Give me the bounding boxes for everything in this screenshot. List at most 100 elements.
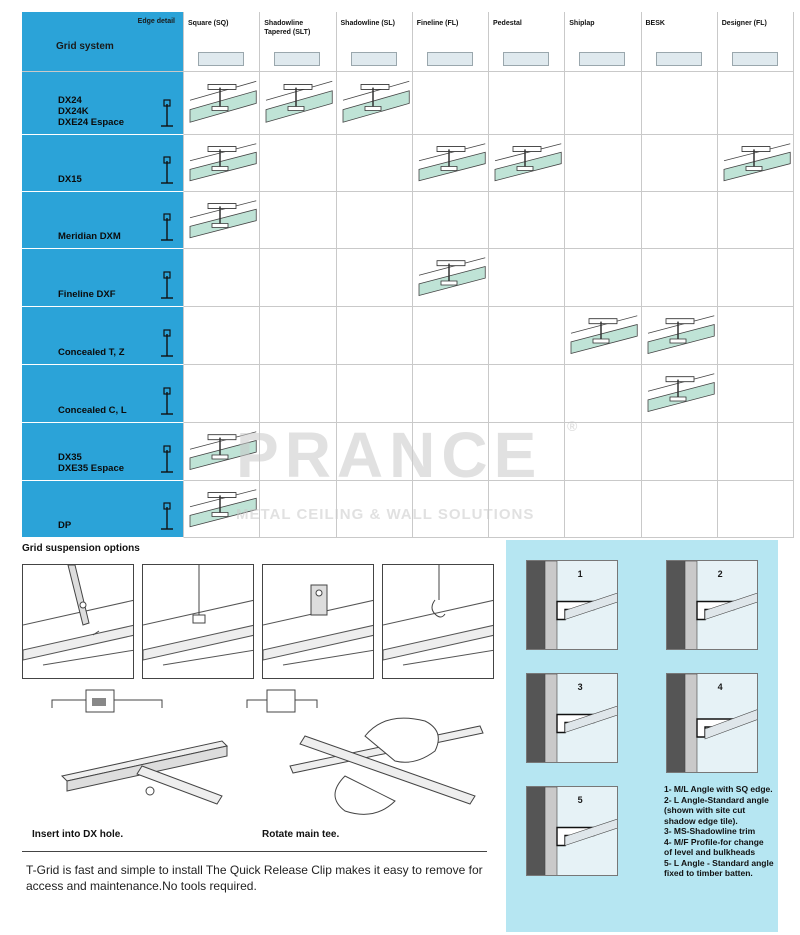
edge-header-label: Shadowline Tapered (SLT)	[264, 20, 311, 36]
edge-profile-icon	[426, 52, 473, 66]
suspension-title: Grid suspension options	[22, 543, 140, 554]
edge-detail-label: Edge detail	[137, 18, 175, 25]
grid-cell	[489, 307, 566, 365]
wall-detail-illustration	[667, 561, 757, 649]
grid-cell	[641, 192, 718, 249]
grid-cell	[412, 307, 489, 365]
grid-cell	[412, 72, 489, 135]
edge-header-1: Square (SQ)	[184, 12, 261, 72]
wall-detail-number: 1	[577, 569, 583, 579]
grid-cell	[717, 481, 794, 538]
grid-cell	[260, 481, 337, 538]
edge-profile-icon	[579, 52, 626, 66]
edge-header-2: Shadowline Tapered (SLT)	[260, 12, 337, 72]
caption-insert: Insert into DX hole.	[32, 829, 124, 840]
edge-detail-illustration	[189, 200, 257, 239]
edge-header-label: Pedestal	[493, 20, 522, 27]
grid-cell	[641, 249, 718, 307]
edge-header-8: Designer (FL)	[717, 12, 794, 72]
grid-profile-icon	[161, 387, 173, 415]
grid-cell	[184, 423, 261, 481]
edge-profile-icon	[731, 52, 778, 66]
suspension-step-4	[382, 564, 494, 679]
grid-system-name: Fineline DXF	[58, 289, 116, 300]
grid-cell	[336, 135, 413, 192]
grid-system-name: Concealed T, Z	[58, 347, 125, 358]
edge-profile-icon	[350, 52, 397, 66]
wall-detail-number: 5	[577, 795, 583, 805]
grid-profile-icon	[161, 156, 173, 184]
grid-cell	[717, 192, 794, 249]
grid-cell	[489, 423, 566, 481]
grid-cell	[641, 72, 718, 135]
edge-header-label: Fineline (FL)	[416, 20, 459, 27]
grid-row-label-cell: Fineline DXF	[22, 249, 184, 307]
rotate-tee-illustration	[246, 689, 484, 815]
grid-cell	[489, 135, 566, 192]
grid-cell	[565, 72, 642, 135]
insert-clip-illustration	[51, 689, 229, 805]
grid-cell	[489, 72, 566, 135]
grid-cell	[717, 135, 794, 192]
wall-detail-box-2: 2	[666, 560, 758, 650]
wall-detail-legend: 1- M/L Angle with SQ edge.2- L Angle-Sta…	[664, 784, 774, 879]
legend-item: 3- MS-Shadowline trim	[664, 826, 756, 836]
grid-cell	[489, 365, 566, 423]
wall-detail-panel: 1 2 3 4 5 1- M/L Angle with SQ edge.2- L …	[506, 540, 778, 932]
legend-item: 5- L Angle - Standard angle fixed to tim…	[664, 857, 774, 879]
edge-detail-illustration	[189, 489, 257, 528]
grid-cell	[565, 249, 642, 307]
edge-header-3: Shadowline (SL)	[336, 12, 413, 72]
grid-cell	[184, 72, 261, 135]
wall-detail-illustration	[527, 674, 617, 762]
wall-detail-illustration	[527, 561, 617, 649]
grid-row-label-cell: Concealed C, L	[22, 365, 184, 423]
caption-rotate: Rotate main tee.	[262, 829, 340, 840]
edge-detail-illustration	[265, 80, 333, 123]
edge-profile-icon	[198, 52, 244, 66]
grid-system-name: DP	[58, 520, 72, 531]
grid-cell	[336, 481, 413, 538]
grid-cell	[336, 307, 413, 365]
edge-header-4: Fineline (FL)	[412, 12, 489, 72]
grid-system-label: Grid system	[56, 41, 114, 52]
edge-header-label: BESK	[645, 20, 665, 27]
grid-profile-icon	[161, 99, 173, 127]
grid-cell	[412, 192, 489, 249]
grid-cell	[184, 135, 261, 192]
wall-detail-box-1: 1	[526, 560, 618, 650]
grid-row-label-cell: Concealed T, Z	[22, 307, 184, 365]
watermark-registered: ®	[567, 418, 580, 434]
suspension-illustration-3	[263, 584, 373, 666]
wall-detail-box-4: 4	[666, 673, 758, 773]
grid-cell	[565, 423, 642, 481]
suspension-illustration-1	[23, 565, 133, 666]
grid-profile-icon	[161, 329, 173, 357]
wall-detail-box-3: 3	[526, 673, 618, 763]
grid-cell	[412, 481, 489, 538]
grid-cell	[336, 72, 413, 135]
suspension-description: T-Grid is fast and simple to install The…	[26, 863, 483, 893]
wall-detail-illustration	[527, 787, 617, 875]
grid-cell	[565, 192, 642, 249]
grid-system-name: Concealed C, L	[58, 405, 127, 416]
grid-cell	[260, 365, 337, 423]
grid-cell	[717, 307, 794, 365]
legend-item: 2- L Angle-Standard angle (shown with si…	[664, 794, 769, 826]
grid-cell	[565, 481, 642, 538]
grid-profile-icon	[161, 271, 173, 299]
suspension-step-1	[22, 564, 134, 679]
edge-header-label: Shiplap	[569, 20, 595, 27]
grid-cell	[489, 249, 566, 307]
edge-header-6: Shiplap	[565, 12, 642, 72]
grid-cell	[641, 481, 718, 538]
wall-detail-number: 3	[577, 682, 583, 692]
edge-detail-illustration	[570, 315, 638, 355]
edge-detail-illustration	[418, 143, 486, 182]
grid-cell	[412, 249, 489, 307]
grid-cell	[641, 307, 718, 365]
grid-system-name: DX15	[58, 174, 82, 185]
edge-detail-illustration	[647, 373, 715, 413]
